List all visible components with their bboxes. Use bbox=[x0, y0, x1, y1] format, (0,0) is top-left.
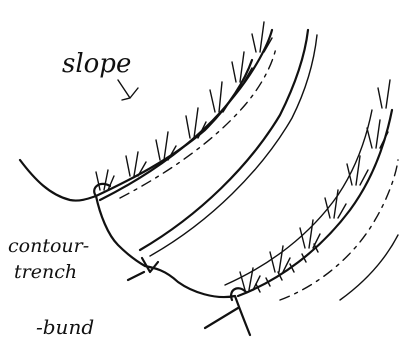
bund-pointer-line bbox=[205, 308, 238, 328]
grass-tufts-lower bbox=[240, 80, 390, 290]
bund-hatching bbox=[256, 244, 318, 292]
contour-label: contour- bbox=[8, 235, 89, 257]
lower-slope-inner bbox=[225, 110, 372, 285]
slope-label: slope bbox=[62, 49, 131, 79]
slope-arrow bbox=[118, 80, 138, 100]
trench-label: trench bbox=[14, 261, 77, 283]
trench-inner-wall-1 bbox=[140, 30, 308, 250]
trench-pointer-line bbox=[128, 272, 144, 280]
grass-tufts-upper bbox=[96, 22, 272, 190]
bund-label: -bund bbox=[36, 315, 94, 339]
lower-far-edge bbox=[340, 235, 398, 300]
lower-contour-dash bbox=[280, 160, 398, 300]
upper-bund-ridge bbox=[96, 60, 252, 196]
